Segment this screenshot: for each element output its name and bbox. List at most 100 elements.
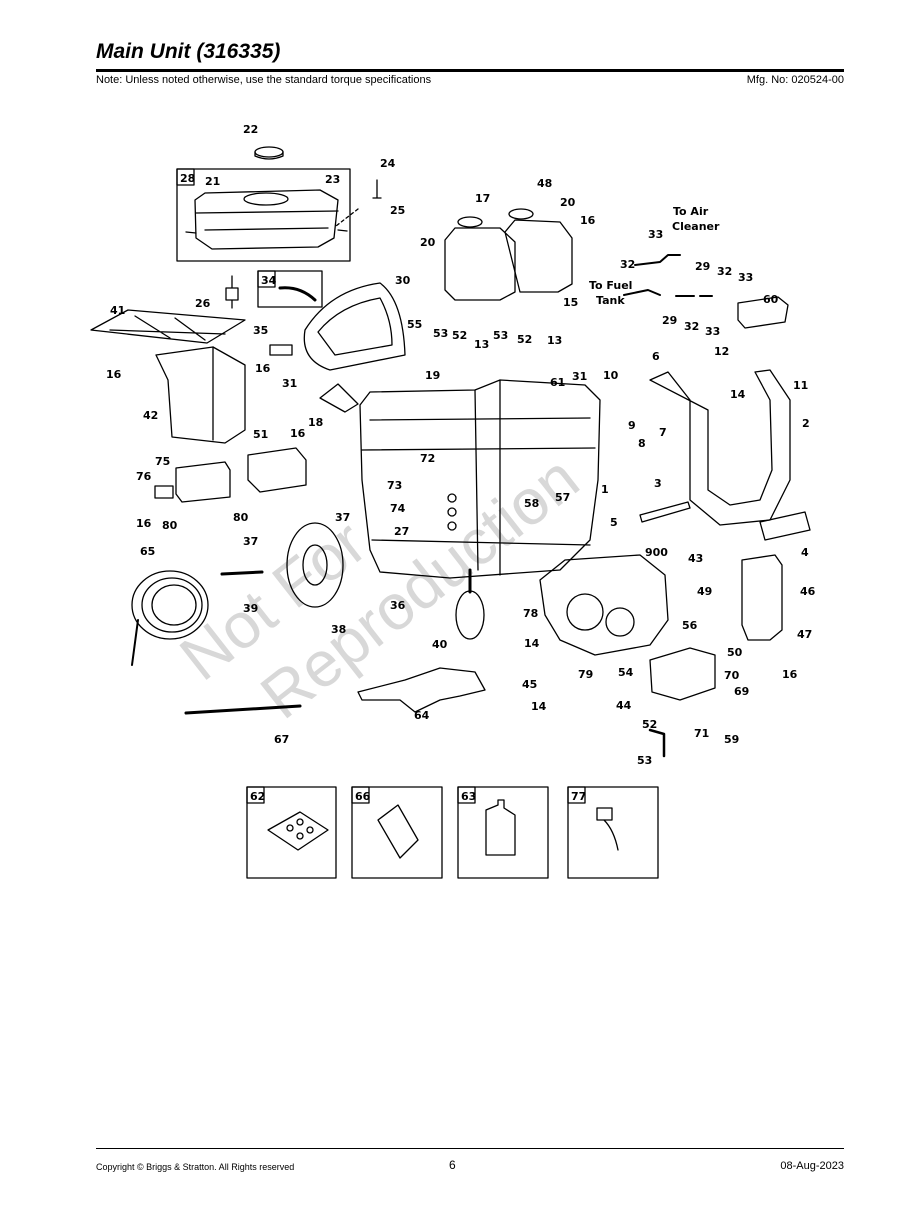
part-label: 47	[797, 628, 812, 641]
inset-box-hose	[257, 270, 323, 308]
part-label: 24	[380, 157, 396, 170]
fuel-tank-shape	[194, 189, 339, 250]
part-label: 33	[705, 325, 720, 338]
part-label: 53	[637, 754, 652, 767]
part-label: 41	[110, 304, 125, 317]
part-label: 44	[616, 699, 632, 712]
part-label: 74	[390, 502, 406, 515]
mounting-plate-41	[90, 309, 246, 344]
part-label: 54	[618, 666, 634, 679]
part-label: 52	[642, 718, 657, 731]
part-label: 45	[522, 678, 537, 691]
part-label: 60	[763, 293, 779, 306]
part-label: 31	[572, 370, 587, 383]
part-label: 33	[648, 228, 663, 241]
part-label: 78	[523, 607, 538, 620]
part-label: 21	[205, 175, 220, 188]
part-label: 40	[432, 638, 448, 651]
engine-900	[539, 554, 669, 656]
kit-box-62	[246, 786, 337, 879]
kit-box-66	[351, 786, 443, 879]
fuel-cap-22	[254, 146, 284, 158]
part-label: 12	[714, 345, 729, 358]
box-75	[175, 461, 231, 503]
torque-note: Note: Unless noted otherwise, use the st…	[96, 74, 432, 86]
part-label: 15	[563, 296, 578, 309]
handle-frame-2	[649, 369, 791, 526]
print-date: 08-Aug-2023	[780, 1160, 844, 1172]
part-label: 11	[793, 379, 808, 392]
part-label: 32	[684, 320, 699, 333]
part-label: 80	[233, 511, 249, 524]
part-label: 30	[395, 274, 411, 287]
part-label: 71	[694, 727, 709, 740]
bracket-18	[319, 383, 359, 413]
kit-box-63	[457, 786, 549, 879]
part-label: 70	[724, 669, 740, 682]
callout-to-fuel: To Fuel	[589, 279, 632, 292]
part-label: 35	[253, 324, 268, 337]
part-label: 5	[610, 516, 618, 529]
part-labels: 22 24 25 21 23 17 48 20 16 20 15 53 52 1…	[106, 123, 816, 767]
part-label: 53	[433, 327, 448, 340]
part-label: 23	[325, 173, 340, 186]
inset-label-28: 28	[180, 172, 195, 185]
wand-67	[184, 704, 302, 715]
part-label: 27	[394, 525, 409, 538]
page-number: 6	[449, 1158, 456, 1172]
part-label: 56	[682, 619, 698, 632]
part-label: 25	[390, 204, 405, 217]
part-label: 69	[734, 685, 749, 698]
part-label: 50	[727, 646, 743, 659]
inset-tag-28	[176, 168, 195, 186]
part-label: 36	[390, 599, 406, 612]
part-label: 75	[155, 455, 170, 468]
part-label: 39	[243, 602, 258, 615]
part-label: 52	[517, 333, 532, 346]
inset-label-34: 34	[261, 274, 277, 287]
part-label: 14	[524, 637, 540, 650]
part-label: 51	[253, 428, 268, 441]
part-label: 4	[801, 546, 809, 559]
part-label: 59	[724, 733, 739, 746]
part-label: 65	[140, 545, 155, 558]
part-label: 29	[695, 260, 710, 273]
part-label: 16	[106, 368, 122, 381]
nozzle-kit	[267, 811, 329, 851]
part-label: 55	[407, 318, 422, 331]
kit-box-77	[567, 786, 659, 879]
main-frame-1	[359, 379, 601, 579]
grip-3	[639, 501, 691, 523]
part-label: 52	[452, 329, 467, 342]
air-cleaner-60	[737, 296, 789, 329]
part-label: 76	[136, 470, 152, 483]
copyright-text: Copyright © Briggs & Stratton. All Right…	[96, 1162, 295, 1172]
part-label: 16	[580, 214, 596, 227]
inset-tag-34	[257, 270, 276, 288]
wheel-38	[286, 522, 344, 608]
part-label: 31	[282, 377, 297, 390]
part-label: 73	[387, 479, 402, 492]
part-label: 16	[782, 668, 798, 681]
kit-label-66: 66	[355, 790, 371, 803]
part-label: 13	[547, 334, 562, 347]
part-label: 1	[601, 483, 609, 496]
part-label: 10	[603, 369, 619, 382]
part-label: 9	[628, 419, 636, 432]
part-label: 2	[802, 417, 810, 430]
part-label: 37	[335, 511, 350, 524]
part-label: 17	[475, 192, 490, 205]
part-label: 53	[493, 329, 508, 342]
kit-label-63: 63	[461, 790, 476, 803]
part-label: 20	[420, 236, 436, 249]
part-label: 61	[550, 376, 565, 389]
adapter-plug	[596, 807, 619, 851]
part-label: 3	[654, 477, 662, 490]
kit-label-77: 77	[571, 790, 586, 803]
part-label: 6	[652, 350, 660, 363]
callout-tank: Tank	[596, 294, 625, 307]
callout-cleaner: Cleaner	[672, 220, 720, 233]
part-label: 67	[274, 733, 289, 746]
part-label: 58	[524, 497, 539, 510]
header-rule	[96, 69, 844, 72]
